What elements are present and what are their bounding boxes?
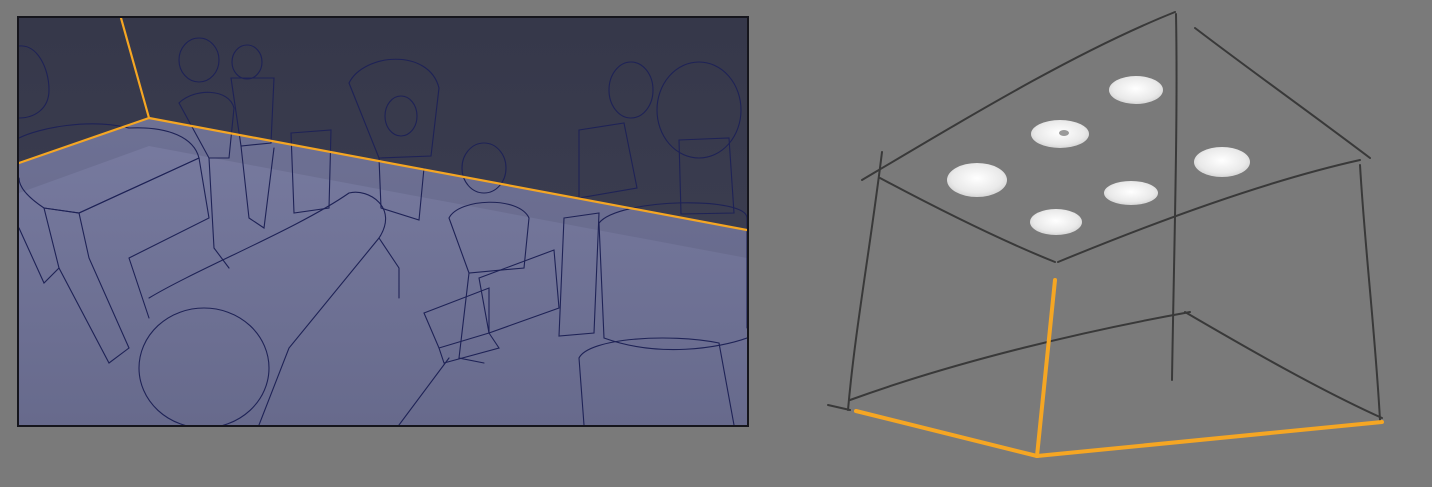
furniture-lines — [19, 37, 747, 425]
figure-body-1 — [178, 91, 235, 159]
figure-body-2 — [230, 77, 275, 147]
table-leg — [378, 237, 400, 299]
bottom-back-left-edge — [849, 311, 1191, 401]
right-lamp-body — [678, 137, 735, 215]
table-end-round — [138, 307, 270, 425]
right-figure-body — [448, 201, 530, 274]
bottom-left-guide — [854, 409, 1039, 458]
right-horizon-guide — [147, 116, 747, 232]
bottom-left-tick — [827, 404, 851, 411]
die-pips — [947, 76, 1250, 235]
right-figure-leg — [458, 272, 485, 364]
tall-figure-head — [608, 61, 654, 119]
back-vertical-edge — [1171, 13, 1178, 381]
front-vertical-guide — [1035, 278, 1057, 458]
tall-figure-leg — [558, 212, 600, 337]
cube-outline — [827, 11, 1383, 421]
top-edge-back-left — [861, 11, 1176, 181]
top-edge-front-right — [1057, 159, 1361, 263]
left-lamp-shade — [19, 45, 50, 119]
figure-head-1 — [178, 37, 220, 83]
dice-sketch-panel — [800, 0, 1420, 483]
chair-back — [478, 249, 560, 334]
armchair-base-left — [578, 357, 585, 425]
pip-2-center — [1059, 130, 1069, 136]
center-lamp-shade — [348, 58, 440, 159]
figure-leg-2 — [240, 145, 275, 229]
chair-base — [438, 332, 500, 364]
pip-6 — [1030, 209, 1082, 235]
dice-sketch-canvas — [827, 11, 1384, 458]
floor-plane — [19, 118, 747, 425]
vertical-corner-guide — [119, 18, 151, 120]
cube-guides — [854, 278, 1384, 458]
right-vertical-edge — [1359, 164, 1381, 421]
left-sofa-seat — [78, 157, 210, 259]
center-pedestal — [378, 157, 425, 221]
room-sketch-canvas — [19, 18, 747, 425]
armchair-top — [598, 202, 747, 329]
floor-stroke — [398, 357, 450, 425]
left-sofa-edge — [128, 257, 150, 319]
pip-3 — [1194, 147, 1250, 177]
armchair-front — [598, 222, 747, 351]
left-sofa-side — [19, 227, 60, 284]
small-cabinet — [290, 129, 332, 214]
room-sketch-panel — [17, 16, 749, 427]
bottom-back-right-edge — [1184, 311, 1383, 419]
left-sofa-back — [19, 123, 200, 214]
table-top — [148, 191, 387, 425]
perspective-guides — [19, 18, 747, 232]
top-edge-front-left — [879, 177, 1056, 263]
figure-head-2 — [231, 44, 263, 80]
armchair-base — [578, 337, 735, 425]
bottom-right-guide — [1035, 420, 1384, 458]
top-edge-back-right — [1194, 27, 1371, 159]
left-vertical-edge — [847, 151, 883, 411]
figure-leg-1 — [208, 157, 230, 269]
center-figure-head — [384, 95, 418, 137]
tall-figure-torso — [578, 122, 638, 199]
floor-shadow — [19, 118, 747, 258]
pip-1 — [1109, 76, 1163, 104]
right-lamp-shade — [656, 61, 742, 159]
pip-4 — [947, 163, 1007, 197]
right-figure-head — [461, 142, 507, 194]
pip-5 — [1104, 181, 1158, 205]
left-horizon-guide — [19, 116, 151, 165]
